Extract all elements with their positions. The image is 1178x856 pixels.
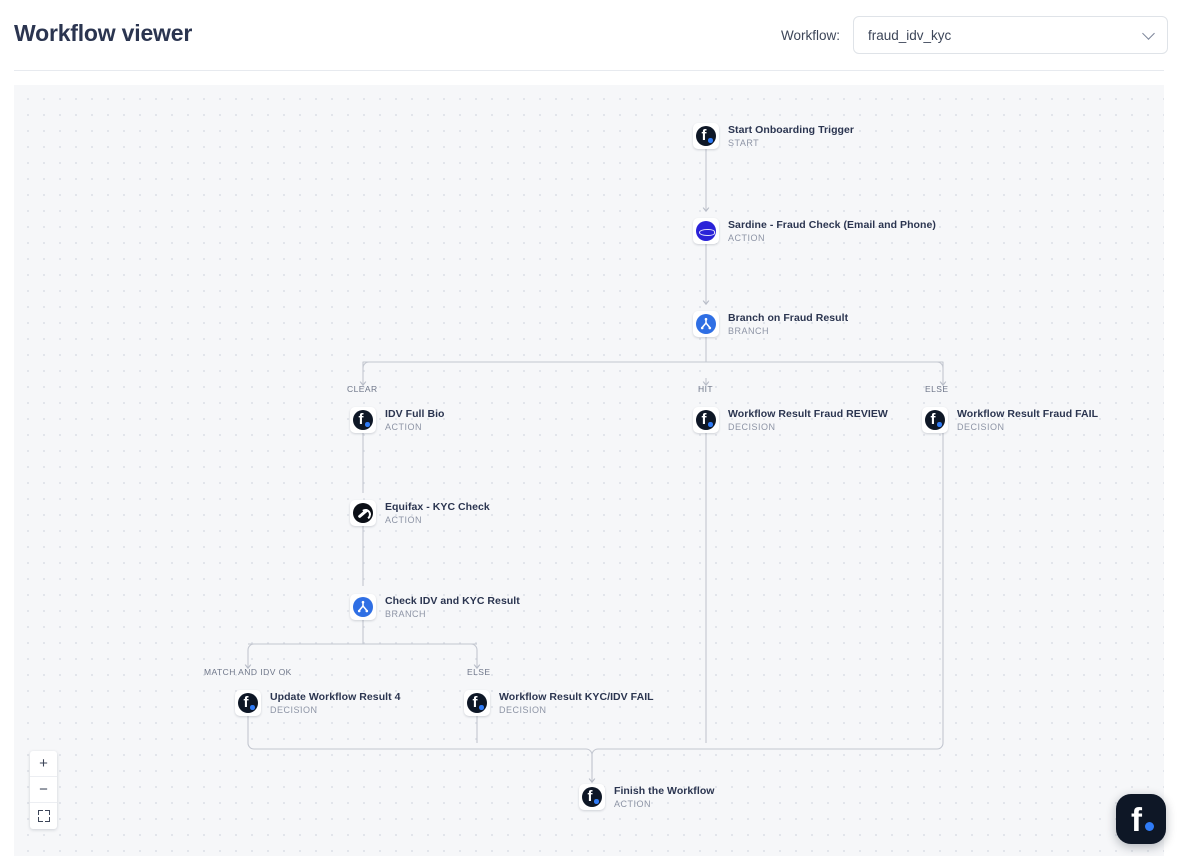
node-title: Workflow Result KYC/IDV FAIL (499, 691, 654, 703)
node-kind: ACTION (385, 515, 423, 525)
zoom-in-button[interactable]: + (30, 751, 57, 777)
node-title: Finish the Workflow (614, 785, 715, 797)
node-check-idv-and-kyc-result[interactable]: Check IDV and KYC Result BRANCH (350, 594, 520, 620)
node-workflow-result-fraud-fail[interactable]: Workflow Result Fraud FAIL DECISION (922, 407, 1098, 433)
edge-label-hit: HIT (698, 384, 714, 394)
node-update-workflow-result-4[interactable]: Update Workflow Result 4 DECISION (235, 690, 401, 716)
fintech-chat-launcher-icon: f (1131, 801, 1142, 838)
sardine-icon (693, 218, 719, 244)
zoom-controls: + − (30, 751, 57, 829)
node-title: Sardine - Fraud Check (Email and Phone) (728, 219, 936, 231)
branch-icon (693, 311, 719, 337)
fintech-f-icon (693, 123, 719, 149)
chat-launcher-button[interactable]: f (1116, 794, 1166, 844)
workflow-select-value: fraud_idv_kyc (868, 27, 952, 43)
node-workflow-result-fraud-review[interactable]: Workflow Result Fraud REVIEW DECISION (693, 407, 888, 433)
fintech-f-icon (579, 784, 605, 810)
workflow-picker: Workflow: fraud_idv_kyc (781, 16, 1168, 54)
equifax-icon (350, 500, 376, 526)
fit-view-button[interactable] (30, 803, 57, 829)
edge-label-match-and-idv-ok: MATCH AND IDV OK (204, 667, 292, 677)
node-title: Start Onboarding Trigger (728, 124, 855, 136)
edge-label-else-fraud: ELSE (925, 384, 949, 394)
node-sardine-fraud-check[interactable]: Sardine - Fraud Check (Email and Phone) … (693, 218, 936, 244)
node-start-onboarding-trigger[interactable]: Start Onboarding Trigger START (693, 123, 854, 149)
page-header: Workflow viewer Workflow: fraud_idv_kyc (0, 0, 1178, 71)
node-idv-full-bio[interactable]: IDV Full Bio ACTION (350, 407, 445, 433)
workflow-select[interactable]: fraud_idv_kyc (853, 16, 1168, 54)
node-kind: ACTION (385, 422, 423, 432)
node-kind: START (728, 138, 760, 148)
node-title: Check IDV and KYC Result (385, 595, 520, 607)
edge-label-else-kyc: ELSE (467, 667, 491, 677)
node-equifax-kyc-check[interactable]: Equifax - KYC Check ACTION (350, 500, 490, 526)
node-workflow-result-kyc-idv-fail[interactable]: Workflow Result KYC/IDV FAIL DECISION (464, 690, 654, 716)
node-title: Update Workflow Result 4 (270, 691, 401, 703)
node-title: Equifax - KYC Check (385, 501, 490, 513)
node-branch-on-fraud-result[interactable]: Branch on Fraud Result BRANCH (693, 311, 848, 337)
chevron-down-icon (1142, 27, 1155, 40)
node-title: Branch on Fraud Result (728, 312, 849, 324)
node-title: IDV Full Bio (385, 408, 445, 420)
fintech-f-icon (464, 690, 490, 716)
workflow-select-label: Workflow: (780, 27, 840, 43)
edge-label-clear: CLEAR (347, 384, 378, 394)
node-kind: BRANCH (385, 609, 427, 619)
node-finish-the-workflow[interactable]: Finish the Workflow ACTION (579, 784, 715, 810)
zoom-out-button[interactable]: − (30, 777, 57, 803)
node-kind: BRANCH (728, 326, 770, 336)
fintech-f-icon (922, 407, 948, 433)
node-title: Workflow Result Fraud REVIEW (728, 408, 888, 420)
node-kind: DECISION (957, 422, 1005, 432)
header-divider (14, 70, 1164, 71)
fintech-f-icon (235, 690, 261, 716)
fintech-f-icon (693, 407, 719, 433)
node-kind: DECISION (499, 705, 547, 715)
workflow-canvas[interactable]: Start Onboarding Trigger START Sardine -… (14, 85, 1164, 856)
node-kind: DECISION (728, 422, 776, 432)
node-kind: ACTION (614, 799, 652, 809)
node-title: Workflow Result Fraud FAIL (957, 408, 1099, 420)
node-kind: DECISION (270, 705, 318, 715)
node-kind: ACTION (728, 233, 766, 243)
fit-view-icon (37, 810, 50, 822)
branch-icon (350, 594, 376, 620)
page-title: Workflow viewer (14, 20, 193, 46)
fintech-f-icon (350, 407, 376, 433)
workflow-edges (14, 149, 1164, 856)
chat-launcher-dot-icon (1145, 822, 1154, 831)
